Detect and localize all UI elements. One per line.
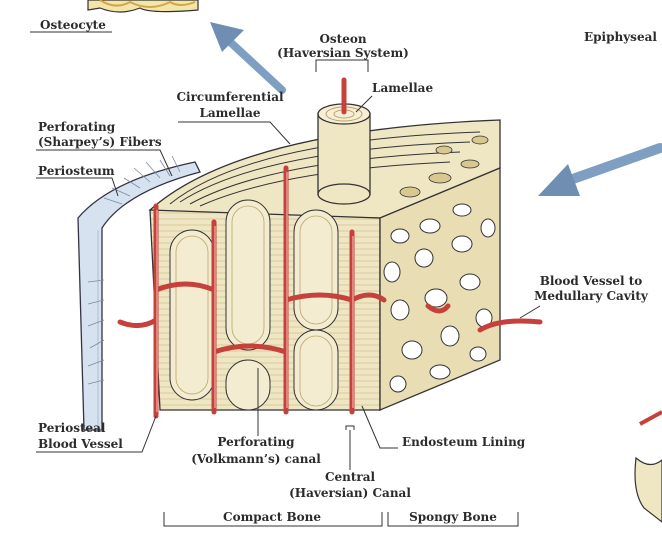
sharpeys-fibers xyxy=(87,155,181,385)
compact-bone-face xyxy=(149,199,381,411)
label-osteocyte: Osteocyte xyxy=(40,18,106,32)
label-circumferential-1: Circumferential xyxy=(176,90,284,104)
label-blood-vessel-medullary-2: Medullary Cavity xyxy=(534,289,649,303)
spongy-bone-face xyxy=(379,135,501,411)
periosteum-layer xyxy=(77,161,201,431)
label-periosteal-vessel-2: Blood Vessel xyxy=(38,437,123,451)
labels: Osteocyte Epiphyseal Osteon (Haversian S… xyxy=(38,18,657,524)
label-epiphyseal: Epiphyseal xyxy=(584,30,657,44)
label-perforating-fibers-1: Perforating xyxy=(38,120,116,134)
label-compact-bone: Compact Bone xyxy=(223,510,321,524)
osteocyte-inset xyxy=(87,0,199,13)
label-perforating-canal-1: Perforating xyxy=(217,435,295,449)
label-perforating-canal-2: (Volkmann’s) canal xyxy=(191,452,321,466)
blood-vessels xyxy=(117,77,543,419)
label-central-canal-2: (Haversian) Canal xyxy=(289,486,411,500)
blood-vessel-highlights xyxy=(156,172,354,412)
label-perforating-fibers-2: (Sharpey’s) Fibers xyxy=(38,135,162,149)
label-endosteum: Endosteum Lining xyxy=(402,435,526,449)
label-osteon-2: (Haversian System) xyxy=(277,46,409,60)
label-periosteum: Periosteum xyxy=(38,164,115,178)
osteon-cylinder xyxy=(317,103,371,205)
arrow-to-osteocyte xyxy=(210,22,286,94)
label-circumferential-2: Lamellae xyxy=(199,106,260,120)
label-periosteal-vessel-1: Periosteal xyxy=(38,421,106,435)
label-lamellae: Lamellae xyxy=(372,81,433,95)
label-spongy-bone: Spongy Bone xyxy=(409,510,497,524)
leader-lines xyxy=(30,31,541,527)
label-osteon-1: Osteon xyxy=(319,32,366,46)
epiphysis-fragment xyxy=(634,410,662,523)
label-central-canal-1: Central xyxy=(325,470,376,484)
arrow-from-epiphysis xyxy=(538,143,662,196)
label-blood-vessel-medullary-1: Blood Vessel to xyxy=(540,274,643,288)
